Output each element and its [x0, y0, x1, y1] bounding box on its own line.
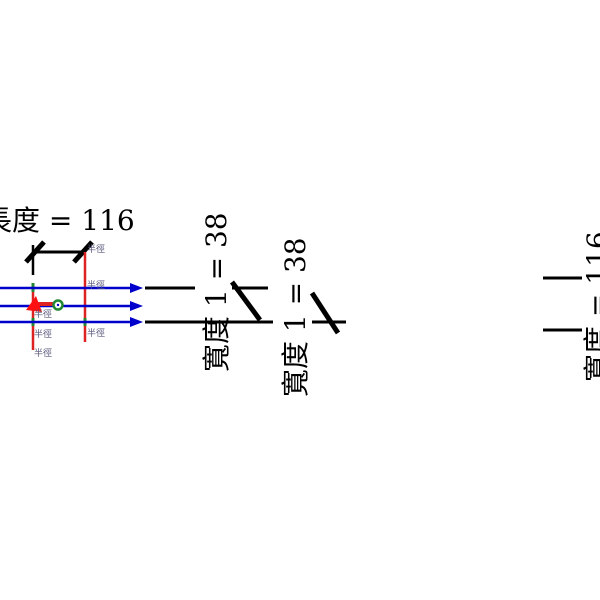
- length-dimension-label: 長度 = 116: [0, 204, 135, 237]
- length-dimension-line: [24, 240, 94, 275]
- radius-labels: 半徑 半徑 半徑 半徑 半徑 半徑: [34, 243, 105, 359]
- width1-label-a: 寬度 1 = 38: [200, 212, 233, 372]
- svg-text:半徑: 半徑: [87, 327, 105, 339]
- width1-label-b: 寬度 1 = 38: [279, 237, 312, 397]
- svg-text:半徑: 半徑: [34, 328, 52, 340]
- width-leaders: [145, 276, 582, 335]
- svg-text:半徑: 半徑: [87, 279, 105, 291]
- red-marker: [26, 296, 64, 312]
- blue-arrows: [0, 283, 143, 327]
- svg-text:半徑: 半徑: [87, 243, 105, 255]
- red-edges: [31, 252, 87, 350]
- svg-text:半徑: 半徑: [34, 308, 52, 320]
- svg-text:半徑: 半徑: [34, 347, 52, 359]
- width-right-label: 寬度 = 116: [581, 231, 600, 382]
